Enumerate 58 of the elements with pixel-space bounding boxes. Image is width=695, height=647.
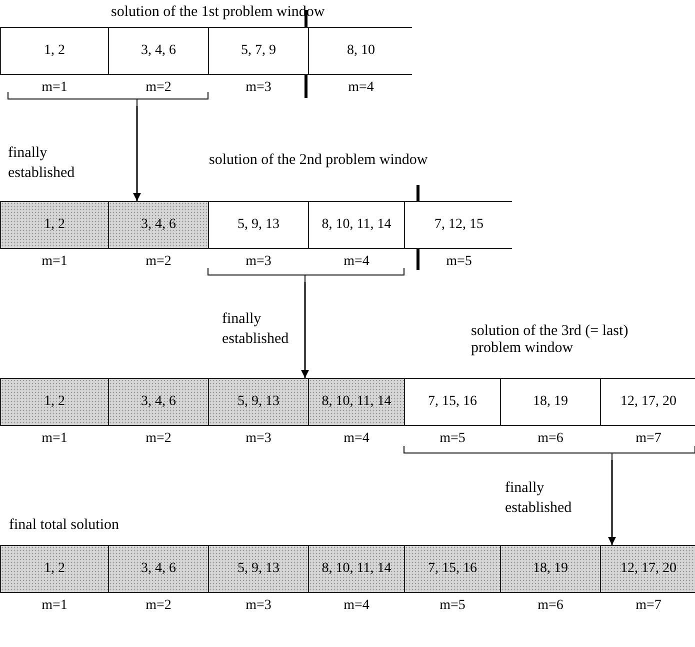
job-numbers: 3, 4, 6 [141,561,176,577]
period-label: m=4 [344,598,370,614]
job-numbers: 8, 10, 11, 14 [322,561,392,577]
period-label: m=2 [146,254,172,270]
job-numbers: 5, 9, 13 [238,217,280,233]
period-label: m=1 [42,598,68,614]
job-numbers: 18, 19 [533,394,568,410]
period-label: m=3 [246,598,272,614]
job-numbers: 12, 17, 20 [620,561,676,577]
period-label: m=5 [440,598,466,614]
arrow [301,282,309,378]
arrow [133,106,141,201]
bracket [8,92,208,106]
job-numbers: 5, 7, 9 [241,43,276,59]
period-label: m=1 [42,254,68,270]
edge-label: finally established [505,479,573,518]
job-numbers: 12, 17, 20 [620,394,676,410]
job-numbers: 7, 15, 16 [428,561,477,577]
window-heading: final total solution [9,517,120,534]
job-numbers: 18, 19 [533,561,568,577]
period-label: m=4 [344,431,370,447]
job-numbers: 5, 9, 13 [238,394,280,410]
job-numbers: 8, 10, 11, 14 [322,394,392,410]
job-numbers: 3, 4, 6 [141,217,176,233]
period-label: m=7 [636,598,662,614]
period-label: m=5 [440,431,466,447]
job-numbers: 1, 2 [44,561,65,577]
edge-label: finally established [8,144,76,183]
edge-label: finally established [222,310,290,349]
period-label: m=6 [538,598,564,614]
job-numbers: 1, 2 [44,43,65,59]
period-label: m=4 [348,80,374,96]
job-numbers: 7, 12, 15 [434,217,484,233]
job-numbers: 5, 9, 13 [238,561,280,577]
period-label: m=2 [146,598,172,614]
job-numbers: 8, 10 [347,43,375,59]
job-numbers: 3, 4, 6 [141,43,176,59]
job-numbers: 1, 2 [44,217,65,233]
bracket [404,446,695,460]
arrow [608,460,616,545]
bracket [208,268,404,282]
period-label: m=2 [146,431,172,447]
period-label: m=4 [344,254,370,270]
period-label: m=5 [446,254,472,270]
period-label: m=2 [146,80,172,96]
period-label: m=7 [636,431,662,447]
period-label: m=3 [246,80,272,96]
period-label: m=1 [42,431,68,447]
period-label: m=1 [42,80,68,96]
period-label: m=3 [246,254,272,270]
window-heading: solution of the 3rd (= last) problem window [471,323,630,357]
job-numbers: 8, 10, 11, 14 [322,217,392,233]
period-label: m=3 [246,431,272,447]
job-numbers: 1, 2 [44,394,65,410]
job-numbers: 7, 15, 16 [428,394,477,410]
window-heading: solution of the 2nd problem window [209,152,429,169]
job-numbers: 3, 4, 6 [141,394,176,410]
period-label: m=6 [538,431,564,447]
